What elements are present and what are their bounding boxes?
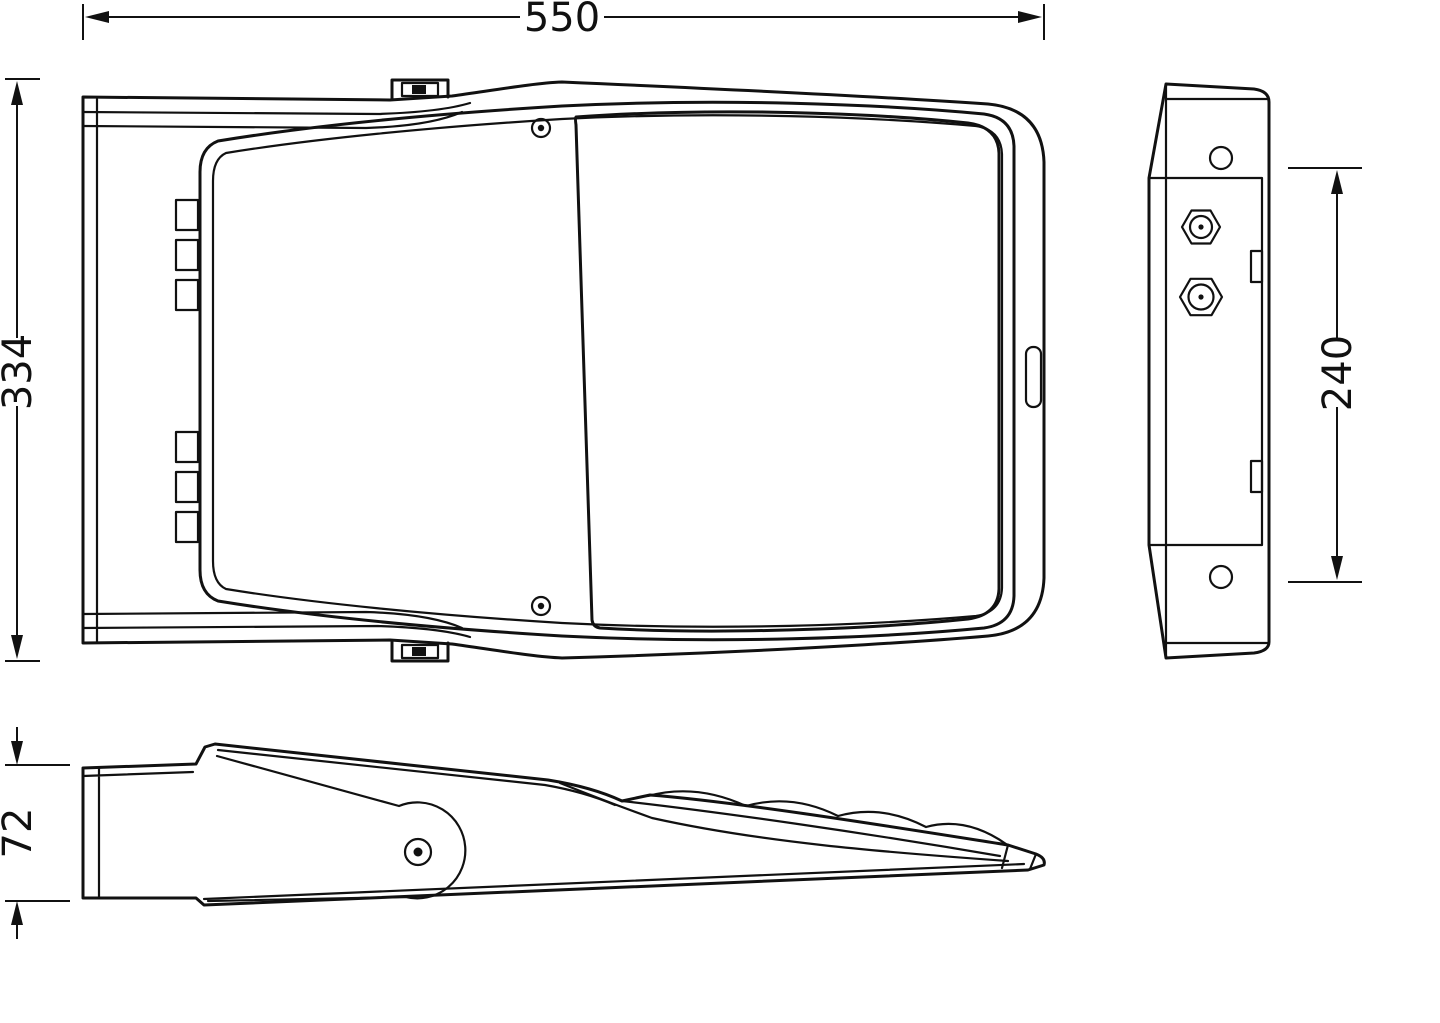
end-view-inner-lines — [1147, 84, 1271, 659]
gland-center — [1198, 294, 1204, 300]
screw-center — [537, 124, 545, 132]
top-view — [81, 78, 1046, 663]
gland-bore — [1187, 283, 1215, 311]
hood-rim-lines — [558, 781, 1038, 871]
spigot-inner-lines — [81, 766, 1026, 901]
dim-240-arrow-bottom — [1331, 556, 1343, 580]
mount-hole-bottom — [1208, 564, 1234, 590]
dim-550-arrow-left — [85, 11, 109, 23]
dim-240: 240 — [1288, 167, 1362, 583]
hinge-lug — [174, 198, 200, 232]
dim-334: 334 — [0, 78, 41, 662]
screw-head-icon — [530, 595, 552, 617]
cable-gland-large — [1178, 277, 1224, 317]
mount-arm — [206, 754, 467, 903]
hinge-lugs — [174, 198, 200, 544]
side-view-outline — [81, 742, 1046, 907]
top-view-outline — [81, 80, 1046, 660]
bottom-latch-pin — [412, 647, 426, 656]
pivot-bolt-icon — [403, 837, 433, 867]
bottom-latch-detail — [400, 643, 440, 660]
hex-nut-icon — [1180, 209, 1222, 245]
dim-240-extension-lines — [1288, 167, 1362, 583]
door-seal-outer — [198, 100, 1016, 642]
hinge-lug — [174, 430, 200, 464]
dim-334-extension-lines — [5, 78, 40, 662]
pivot-center — [413, 847, 423, 857]
cable-gland-small — [1180, 209, 1222, 245]
bottom-latch-outline — [390, 639, 450, 663]
bracket-contour-lines — [81, 101, 472, 639]
top-latch-tab — [390, 78, 450, 101]
dim-72-label: 72 — [0, 808, 41, 859]
screw-bottom — [530, 595, 552, 617]
end-view — [1147, 82, 1271, 660]
side-view — [81, 742, 1046, 907]
hinge-lug — [174, 510, 200, 544]
screw-center — [537, 602, 545, 610]
dim-72: 72 — [0, 727, 70, 939]
screw-head-icon — [530, 117, 552, 139]
top-latch-detail — [400, 81, 440, 98]
dim-550-label: 550 — [524, 0, 600, 41]
top-latch-pin — [412, 85, 426, 94]
hinge-lug — [174, 278, 200, 312]
door-seal-inner — [211, 114, 1004, 628]
hex-nut-icon — [1178, 277, 1224, 317]
hinge-lug — [174, 238, 200, 272]
bottom-latch-tab — [390, 639, 450, 663]
screw-top — [530, 117, 552, 139]
gland-bore — [1188, 214, 1214, 240]
gland-center — [1198, 224, 1204, 230]
top-latch-outline — [390, 78, 450, 101]
hinge-lug — [174, 470, 200, 504]
hood-ribs — [646, 790, 1008, 846]
dim-72-extension-lines — [5, 764, 70, 902]
dim-334-label: 334 — [0, 334, 41, 410]
dim-550-arrow-right — [1018, 11, 1042, 23]
edge-clip — [1024, 345, 1043, 409]
dim-334-arrow-bottom — [11, 635, 23, 659]
arm-top-edge — [216, 748, 617, 807]
dim-72-arrow-top — [11, 741, 23, 765]
mount-hole-top — [1208, 145, 1234, 171]
dim-72-arrow-bottom — [11, 901, 23, 925]
dim-334-arrow-top — [11, 81, 23, 105]
dim-240-arrow-top — [1331, 170, 1343, 194]
lens-panel — [574, 110, 1001, 633]
side-clip-bottom — [1249, 459, 1264, 494]
dim-240-label: 240 — [1315, 335, 1361, 411]
dim-550-extension-lines — [82, 4, 1045, 40]
side-clip-top — [1249, 249, 1264, 284]
dim-550: 550 — [82, 0, 1045, 41]
